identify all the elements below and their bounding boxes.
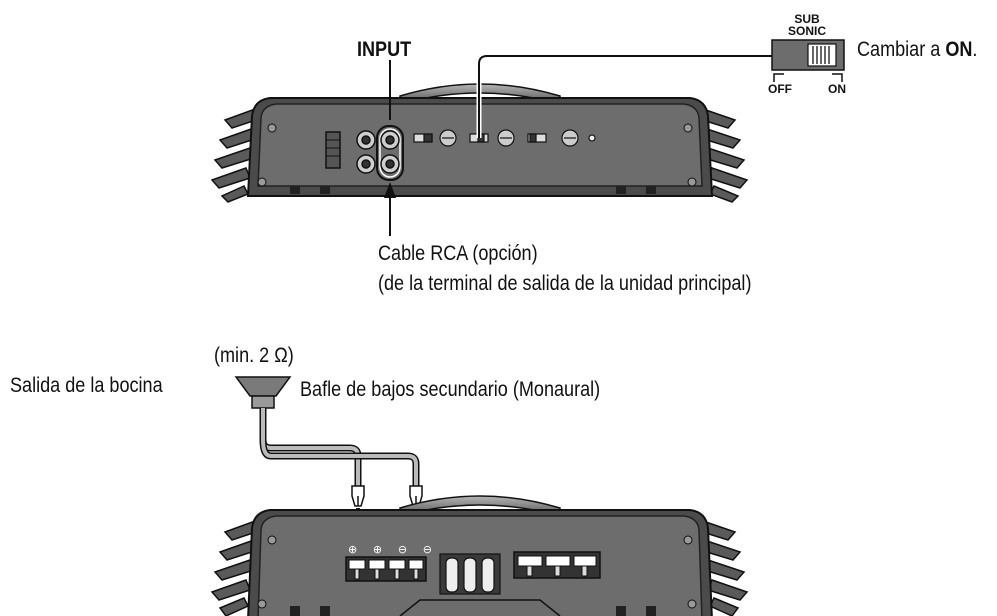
terminal-minus-1: ⊖	[397, 543, 408, 556]
heatsink-fins-right-bottom	[695, 519, 749, 616]
subsonic-callout-line	[478, 55, 772, 138]
subsonic-switch	[771, 39, 845, 82]
rca-jacks-output	[356, 130, 376, 174]
switch-instruction: Cambiar a ON.	[857, 38, 977, 62]
subwoofer-speaker	[234, 376, 292, 409]
subsonic-off-label: OFF	[768, 82, 792, 96]
fuses	[439, 553, 501, 595]
input-label: INPUT	[357, 38, 412, 61]
spade-terminals	[351, 485, 423, 507]
rca-jacks-input	[380, 130, 400, 174]
input-highlight	[376, 125, 404, 181]
switch-instruction-prefix: Cambiar a	[857, 38, 946, 61]
speaker-terminal-block	[345, 556, 427, 582]
impedance-label: (min. 2 Ω)	[214, 344, 294, 367]
amplifier-top	[210, 53, 772, 236]
switch-instruction-emphasis: ON	[945, 38, 973, 61]
screws	[257, 123, 697, 187]
speaker-wires	[259, 408, 420, 486]
terminal-plus-2: ⊕	[372, 543, 383, 556]
power-terminal-block	[513, 551, 601, 579]
cable-rca-sublabel: (de la terminal de salida de la unidad p…	[378, 272, 752, 295]
power-connector	[325, 131, 341, 169]
controls-row	[413, 129, 596, 147]
amplifier-bottom	[210, 495, 749, 616]
switch-instruction-suffix: .	[972, 38, 978, 61]
terminal-plus-1: ⊕	[348, 543, 358, 556]
subsonic-label-line2: SONIC	[787, 24, 826, 38]
subsonic-on-label: ON	[828, 82, 846, 96]
feet	[290, 186, 656, 194]
terminal-minus-2: ⊖	[422, 543, 432, 556]
terminal-polarity-row: ⊕ ⊕ ⊖ ⊖	[348, 543, 432, 557]
speaker-output-label: Salida de la bocina	[10, 374, 163, 397]
subsonic-label-line1: SUB	[794, 12, 820, 26]
cable-rca-label: Cable RCA (opción)	[378, 242, 538, 265]
cable-rca-arrow	[384, 182, 396, 198]
subwoofer-label: Bafle de bajos secundario (Monaural)	[300, 378, 601, 401]
